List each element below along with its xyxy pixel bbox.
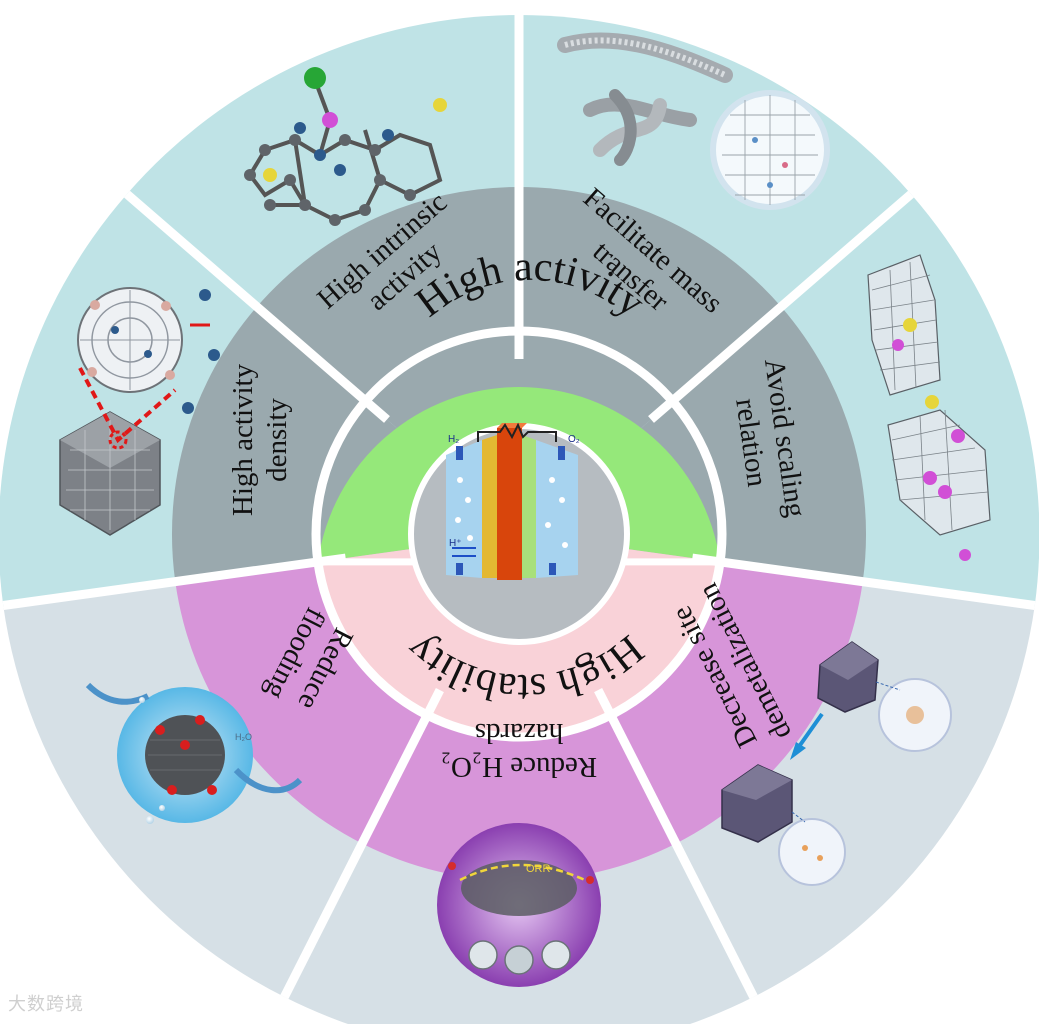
watermark-text: 大数跨境 bbox=[8, 990, 84, 1016]
fuel-cell-h2-label: H₂ bbox=[448, 434, 459, 445]
fuel-cell-hplus-label: H⁺ bbox=[449, 538, 462, 549]
orr-label: ORR bbox=[526, 863, 551, 875]
fuel-cell-core: H₂ O₂ H⁺ bbox=[411, 423, 627, 642]
h2o-label: H₂O bbox=[235, 732, 252, 742]
fuel-cell-o2-label: O₂ bbox=[568, 434, 580, 445]
h2o2-sphere-illustration: ORR bbox=[437, 823, 601, 987]
